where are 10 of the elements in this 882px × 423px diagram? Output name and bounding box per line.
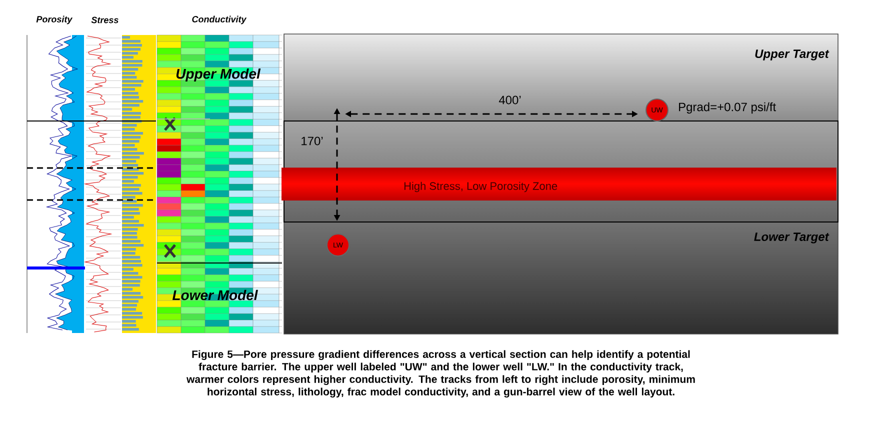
track-header: Porosity bbox=[36, 16, 73, 24]
target-label: Lower Target bbox=[754, 232, 830, 244]
pressure-gradient-label: Pgrad=+0.07 psi/ft bbox=[679, 102, 776, 114]
dimension-label: 170’ bbox=[302, 136, 323, 146]
track-header: Conductivity bbox=[192, 16, 247, 24]
track-header: Stress bbox=[91, 16, 118, 24]
dimension-label: 400’ bbox=[498, 96, 521, 104]
figure-caption: Figure 5—Pore pressure gradient differences across a vertical section can help identify a potential fracture barrier. The upper well labeled "UW" and the lower well "LW." In the conductivity track, warmer colors represent higher conductivity. The tracks from left to right include porosity, minimum horizontal stress, lithology, frac model conductivity, and a gun-barrel view of the well layout. bbox=[186, 350, 695, 398]
model-label: Upper Model bbox=[176, 68, 261, 82]
target-label: Upper Target bbox=[755, 50, 830, 60]
